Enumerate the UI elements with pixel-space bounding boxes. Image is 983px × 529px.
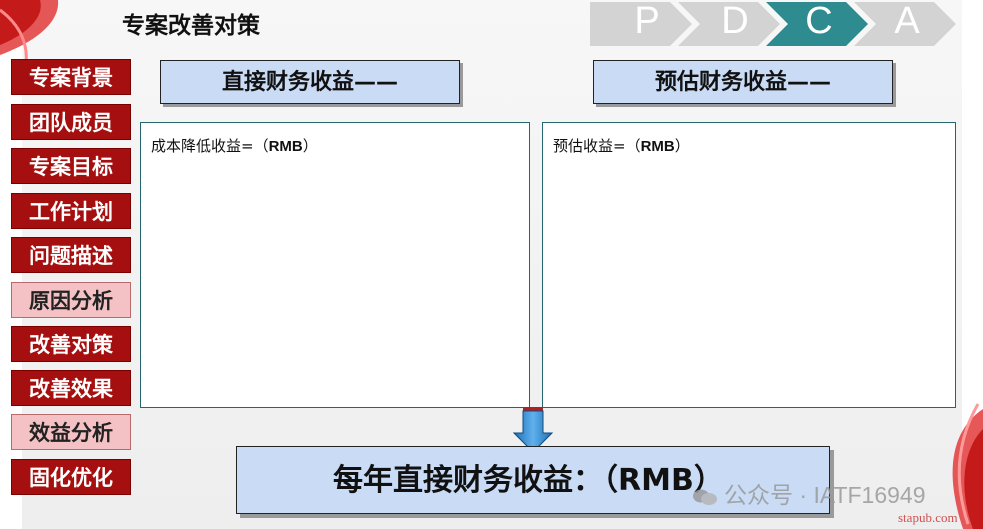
pdca-progress: P D C A [590, 0, 958, 46]
pdca-step-p: P [634, 0, 660, 42]
decorative-ribbon-bottom-right [952, 403, 983, 529]
nav-item-standardize[interactable]: 固化优化 [11, 459, 131, 495]
cost-reduction-label: 成本降低收益=（RMB） [151, 137, 318, 155]
nav-item-plan[interactable]: 工作计划 [11, 193, 131, 229]
watermark-text: 公众号 · IATF16949 [724, 482, 926, 508]
down-arrow-icon [513, 407, 553, 453]
direct-benefit-header: 直接财务收益—— [160, 60, 460, 104]
site-watermark: stapub.com [898, 510, 958, 525]
watermark: 公众号 · IATF16949 [692, 476, 926, 510]
estimated-benefit-header: 预估财务收益—— [593, 60, 893, 104]
nav-item-goal[interactable]: 专案目标 [11, 148, 131, 184]
nav-item-problem[interactable]: 问题描述 [11, 237, 131, 273]
pdca-step-d: D [721, 0, 749, 42]
decorative-ribbon-top-left [0, 0, 59, 71]
nav-item-cause[interactable]: 原因分析 [11, 282, 131, 318]
nav-item-effect[interactable]: 改善效果 [11, 370, 131, 406]
pdca-step-c: C [805, 0, 833, 42]
estimated-benefit-panel[interactable]: 预估收益=（RMB） [542, 122, 956, 408]
nav-item-team[interactable]: 团队成员 [11, 104, 131, 140]
nav-item-countermeasure[interactable]: 改善对策 [11, 326, 131, 362]
pdca-step-a: A [894, 0, 920, 42]
nav-item-benefit[interactable]: 效益分析 [11, 414, 131, 450]
annual-direct-benefit-box: 每年直接财务收益：（RMB） [236, 446, 830, 514]
wechat-icon [693, 489, 717, 505]
page-title: 专案改善对策 [122, 13, 260, 39]
nav-item-background[interactable]: 专案背景 [11, 59, 131, 95]
direct-benefit-panel[interactable]: 成本降低收益=（RMB） [140, 122, 530, 408]
estimated-income-label: 预估收益=（RMB） [553, 137, 690, 155]
